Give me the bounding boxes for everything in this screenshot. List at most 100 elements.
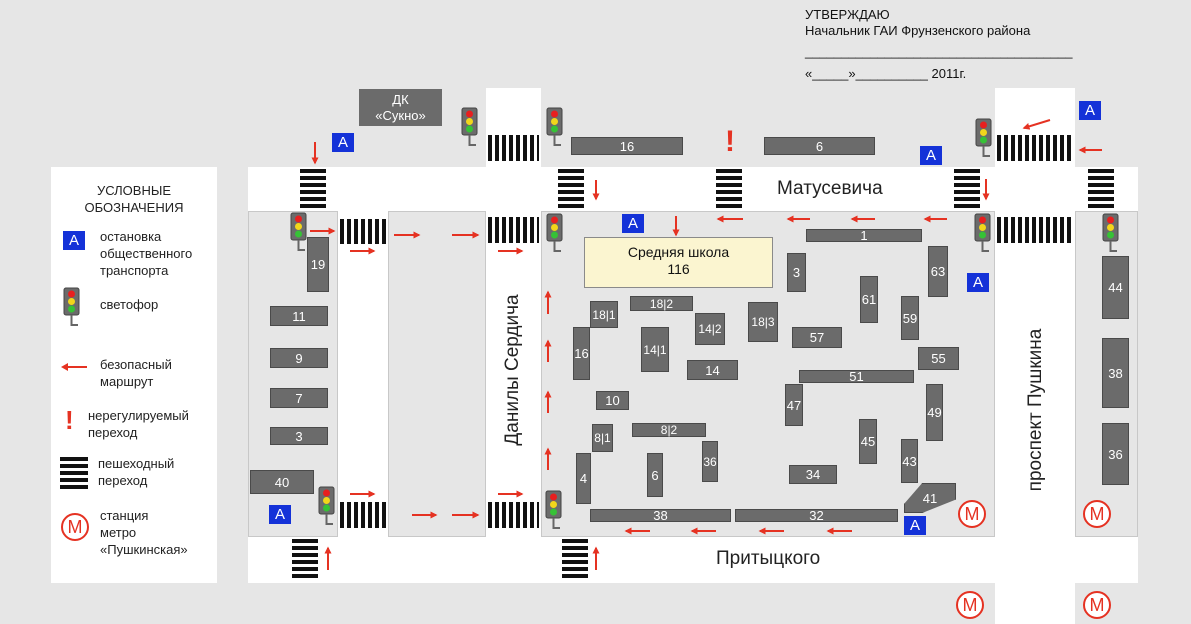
crosswalk	[1088, 169, 1114, 210]
legend-metro-label-2: метро	[100, 525, 137, 540]
building-40: 40	[250, 470, 314, 494]
traffic-light-icon	[546, 107, 563, 146]
building-44-right: 44	[1102, 256, 1129, 319]
building-59: 59	[901, 296, 919, 340]
building-19: 19	[307, 237, 329, 292]
street-danily-road	[486, 88, 541, 538]
building-61: 61	[860, 276, 878, 323]
building-9: 9	[270, 348, 328, 368]
street-matusevicha-road	[248, 167, 1138, 211]
traffic-light-icon	[546, 213, 563, 252]
building-47: 47	[785, 384, 803, 426]
crosswalk	[292, 539, 318, 581]
traffic-light-icon	[974, 213, 991, 252]
approval-title: УТВЕРЖДАЮ	[805, 7, 890, 22]
building-4: 4	[576, 453, 591, 504]
legend-metro-label-1: станция	[100, 508, 149, 523]
legend-crossing-label-2: переход	[98, 473, 148, 488]
street-matusevicha-label: Матусевича	[777, 178, 883, 199]
dk-line1: ДК	[392, 92, 409, 107]
legend-route-arrow-icon	[61, 363, 87, 371]
building-14-1: 14|1	[641, 327, 669, 372]
building-6: 6	[647, 453, 663, 497]
building-32: 32	[735, 509, 898, 522]
bus-stop-icon: А	[332, 133, 354, 152]
building-34: 34	[789, 465, 837, 484]
building-18-1: 18|1	[590, 301, 618, 328]
building-8-2: 8|2	[632, 423, 706, 437]
legend-metro-icon: М	[61, 513, 89, 541]
legend-stop-label-2: общественного	[100, 246, 193, 261]
street-prititskogo-label: Притыцкого	[716, 548, 821, 569]
crosswalk	[997, 217, 1073, 243]
approval-position: Начальник ГАИ Фрунзенского района	[805, 23, 1031, 38]
legend-stop-icon: А	[63, 231, 85, 250]
legend-stop-label-3: транспорта	[100, 263, 169, 278]
dk-sukno: ДК «Сукно»	[359, 89, 442, 126]
crosswalk	[300, 169, 326, 210]
lane-left	[338, 211, 388, 537]
approval-signature-line: _____________________________________	[805, 44, 1073, 59]
school-116: Средняя школа 116	[584, 237, 773, 288]
building-45: 45	[859, 419, 877, 464]
traffic-light-icon	[461, 107, 478, 146]
crosswalk	[488, 217, 539, 243]
building-16-top: 16	[571, 137, 683, 155]
building-10: 10	[596, 391, 629, 410]
bus-stop-icon: А	[967, 273, 989, 292]
traffic-light-icon	[290, 212, 307, 251]
building-16: 16	[573, 327, 590, 380]
building-38: 38	[590, 509, 731, 522]
building-63: 63	[928, 246, 948, 297]
building-55: 55	[918, 347, 959, 370]
metro-icon: М	[1083, 591, 1111, 619]
street-pushkina-road	[995, 88, 1075, 624]
building-11: 11	[270, 306, 328, 326]
bus-stop-icon: А	[622, 214, 644, 233]
building-3-left: 3	[270, 427, 328, 445]
building-36: 36	[702, 441, 718, 482]
metro-icon: М	[958, 500, 986, 528]
building-3: 3	[787, 253, 806, 292]
legend-panel: УСЛОВНЫЕ ОБОЗНАЧЕНИЯ А остановка обществ…	[51, 167, 217, 583]
crosswalk	[716, 169, 742, 210]
crosswalk	[562, 539, 588, 581]
bus-stop-icon: А	[269, 505, 291, 524]
building-1: 1	[806, 229, 922, 242]
legend-uncontrolled-label-2: переход	[88, 425, 138, 440]
metro-icon: М	[956, 591, 984, 619]
building-18-3: 18|3	[748, 302, 778, 342]
bus-stop-icon: А	[1079, 101, 1101, 120]
building-51: 51	[799, 370, 914, 383]
crosswalk	[488, 135, 539, 161]
school-line2: 116	[667, 261, 690, 277]
building-49: 49	[926, 384, 943, 441]
street-prititskogo-road	[248, 537, 1138, 583]
dk-line2: «Сукно»	[375, 108, 426, 123]
building-36-right: 36	[1102, 423, 1129, 485]
school-line1: Средняя школа	[627, 244, 730, 260]
uncontrolled-crossing-icon: !	[725, 125, 735, 158]
crosswalk	[997, 135, 1073, 161]
legend-uncontrolled-icon: !	[65, 405, 74, 435]
building-7: 7	[270, 388, 328, 408]
building-6-top: 6	[764, 137, 875, 155]
building-14: 14	[687, 360, 738, 380]
building-57: 57	[792, 327, 842, 348]
bus-stop-icon: А	[904, 516, 926, 535]
traffic-light-icon	[318, 486, 335, 525]
legend-title-2: ОБОЗНАЧЕНИЯ	[84, 200, 184, 215]
block-middle	[388, 211, 486, 537]
legend-crossing-label-1: пешеходный	[98, 456, 175, 471]
crosswalk	[954, 169, 980, 210]
approval-date: «_____»__________ 2011г.	[805, 66, 967, 81]
legend-stop-label-1: остановка	[100, 229, 162, 244]
legend-metro-label-3: «Пушкинская»	[100, 542, 188, 557]
building-38-right: 38	[1102, 338, 1129, 408]
building-14-2: 14|2	[695, 313, 725, 345]
legend-route-label-2: маршрут	[100, 374, 154, 389]
legend-route-label-1: безопасный	[100, 357, 172, 372]
legend-crossing-icon	[60, 457, 88, 490]
crosswalk	[340, 219, 387, 244]
